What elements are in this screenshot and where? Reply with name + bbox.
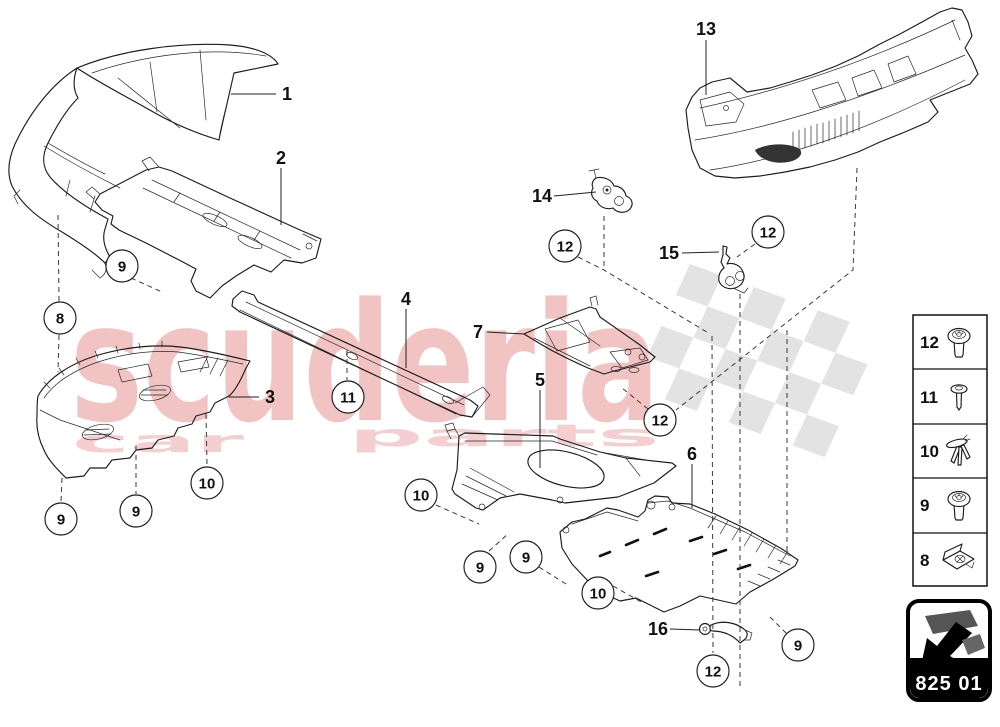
part-6-rear-underbody-panel bbox=[559, 495, 799, 613]
svg-text:12: 12 bbox=[705, 664, 722, 681]
circle-callout-9b: 9 bbox=[119, 494, 153, 528]
svg-text:10: 10 bbox=[413, 488, 430, 505]
circle-callout-8: 8 bbox=[43, 301, 77, 335]
callout-label-4: 4 bbox=[401, 289, 411, 309]
clip-nut-icon bbox=[942, 543, 975, 570]
part-16-clip bbox=[698, 621, 753, 644]
rivet-icon bbox=[950, 384, 968, 411]
circle-callout-11: 11 bbox=[331, 380, 365, 414]
circle-callout-10a: 10 bbox=[190, 466, 224, 500]
svg-text:9: 9 bbox=[476, 560, 484, 577]
svg-text:9: 9 bbox=[132, 504, 140, 521]
svg-text:8: 8 bbox=[920, 551, 929, 570]
circle-callout-9d: 9 bbox=[463, 550, 497, 584]
svg-text:12: 12 bbox=[652, 413, 669, 430]
diagram-line-art bbox=[8, 7, 979, 644]
dashed-leader-lines bbox=[57, 167, 858, 688]
legend-row-9: 9 bbox=[920, 490, 971, 521]
callout-label-1: 1 bbox=[282, 84, 292, 104]
svg-text:11: 11 bbox=[340, 390, 356, 407]
circle-callout-12c: 12 bbox=[643, 403, 677, 437]
svg-text:10: 10 bbox=[920, 442, 939, 461]
callout-label-16: 16 bbox=[648, 619, 668, 639]
svg-text:10: 10 bbox=[199, 476, 216, 493]
circle-callout-12d: 12 bbox=[696, 654, 730, 688]
svg-text:9: 9 bbox=[57, 512, 65, 529]
svg-text:12: 12 bbox=[557, 239, 574, 256]
torx-screw-icon bbox=[947, 490, 971, 521]
legend-row-12: 12 bbox=[920, 327, 971, 358]
callout-label-14: 14 bbox=[532, 186, 552, 206]
watermark-parts-text: parts bbox=[348, 419, 660, 454]
part-4-sill-strip bbox=[231, 290, 491, 418]
torx-screw-icon bbox=[947, 327, 971, 358]
callout-label-2: 2 bbox=[276, 148, 286, 168]
svg-text:12: 12 bbox=[920, 333, 939, 352]
callout-label-5: 5 bbox=[535, 370, 545, 390]
watermark-brand-text: scuderia bbox=[70, 268, 660, 459]
svg-text:8: 8 bbox=[56, 311, 64, 328]
callout-label-6: 6 bbox=[687, 444, 697, 464]
callout-label-7: 7 bbox=[473, 322, 483, 342]
watermark-car-text: car bbox=[72, 425, 245, 460]
fastener-legend: 12 11 10 bbox=[912, 314, 988, 587]
badge-code-text: 825 01 bbox=[915, 673, 982, 695]
legend-row-8: 8 bbox=[920, 543, 975, 570]
watermark: scuderia car parts bbox=[70, 268, 660, 460]
svg-text:9: 9 bbox=[118, 259, 126, 276]
callout-label-15: 15 bbox=[659, 243, 679, 263]
legend-row-10: 10 bbox=[920, 434, 971, 466]
circle-callout-9a: 9 bbox=[105, 249, 139, 283]
svg-text:12: 12 bbox=[760, 225, 777, 242]
svg-text:9: 9 bbox=[522, 550, 530, 567]
circle-callout-10c: 10 bbox=[581, 576, 615, 610]
svg-text:9: 9 bbox=[920, 496, 929, 515]
part-1-body-panel bbox=[8, 43, 279, 279]
circle-callout-12b: 12 bbox=[751, 215, 785, 249]
part-2-underbody-frame bbox=[85, 156, 322, 299]
circle-callout-9f: 9 bbox=[781, 628, 815, 662]
callout-label-13: 13 bbox=[696, 19, 716, 39]
svg-text:10: 10 bbox=[590, 586, 607, 603]
svg-text:9: 9 bbox=[794, 638, 802, 655]
callout-label-3: 3 bbox=[265, 387, 275, 407]
circle-callout-9e: 9 bbox=[509, 540, 543, 574]
part-13-rear-bulkhead-panel bbox=[685, 7, 979, 179]
circle-callout-10b: 10 bbox=[404, 478, 438, 512]
part-3-front-underbody-panel bbox=[36, 340, 251, 479]
circle-callout-12a: 12 bbox=[548, 229, 582, 263]
legend-row-11: 11 bbox=[920, 384, 968, 411]
part-number-callouts: 1 2 3 4 5 6 7 13 14 15 16 bbox=[229, 19, 720, 639]
part-5-center-underbody-panel bbox=[444, 422, 677, 511]
svg-text:11: 11 bbox=[920, 388, 938, 407]
expanding-rivet-icon bbox=[946, 434, 971, 466]
part-15-bracket bbox=[718, 245, 749, 294]
part-7-small-panel bbox=[523, 295, 656, 375]
diagram-code-badge: 825 01 bbox=[906, 599, 992, 702]
fastener-callout-circles: 9 8 11 10 9 9 10 12 12 12 9 9 10 12 9 bbox=[43, 215, 815, 688]
part-14-bracket bbox=[588, 168, 633, 213]
circle-callout-9c: 9 bbox=[44, 502, 78, 536]
